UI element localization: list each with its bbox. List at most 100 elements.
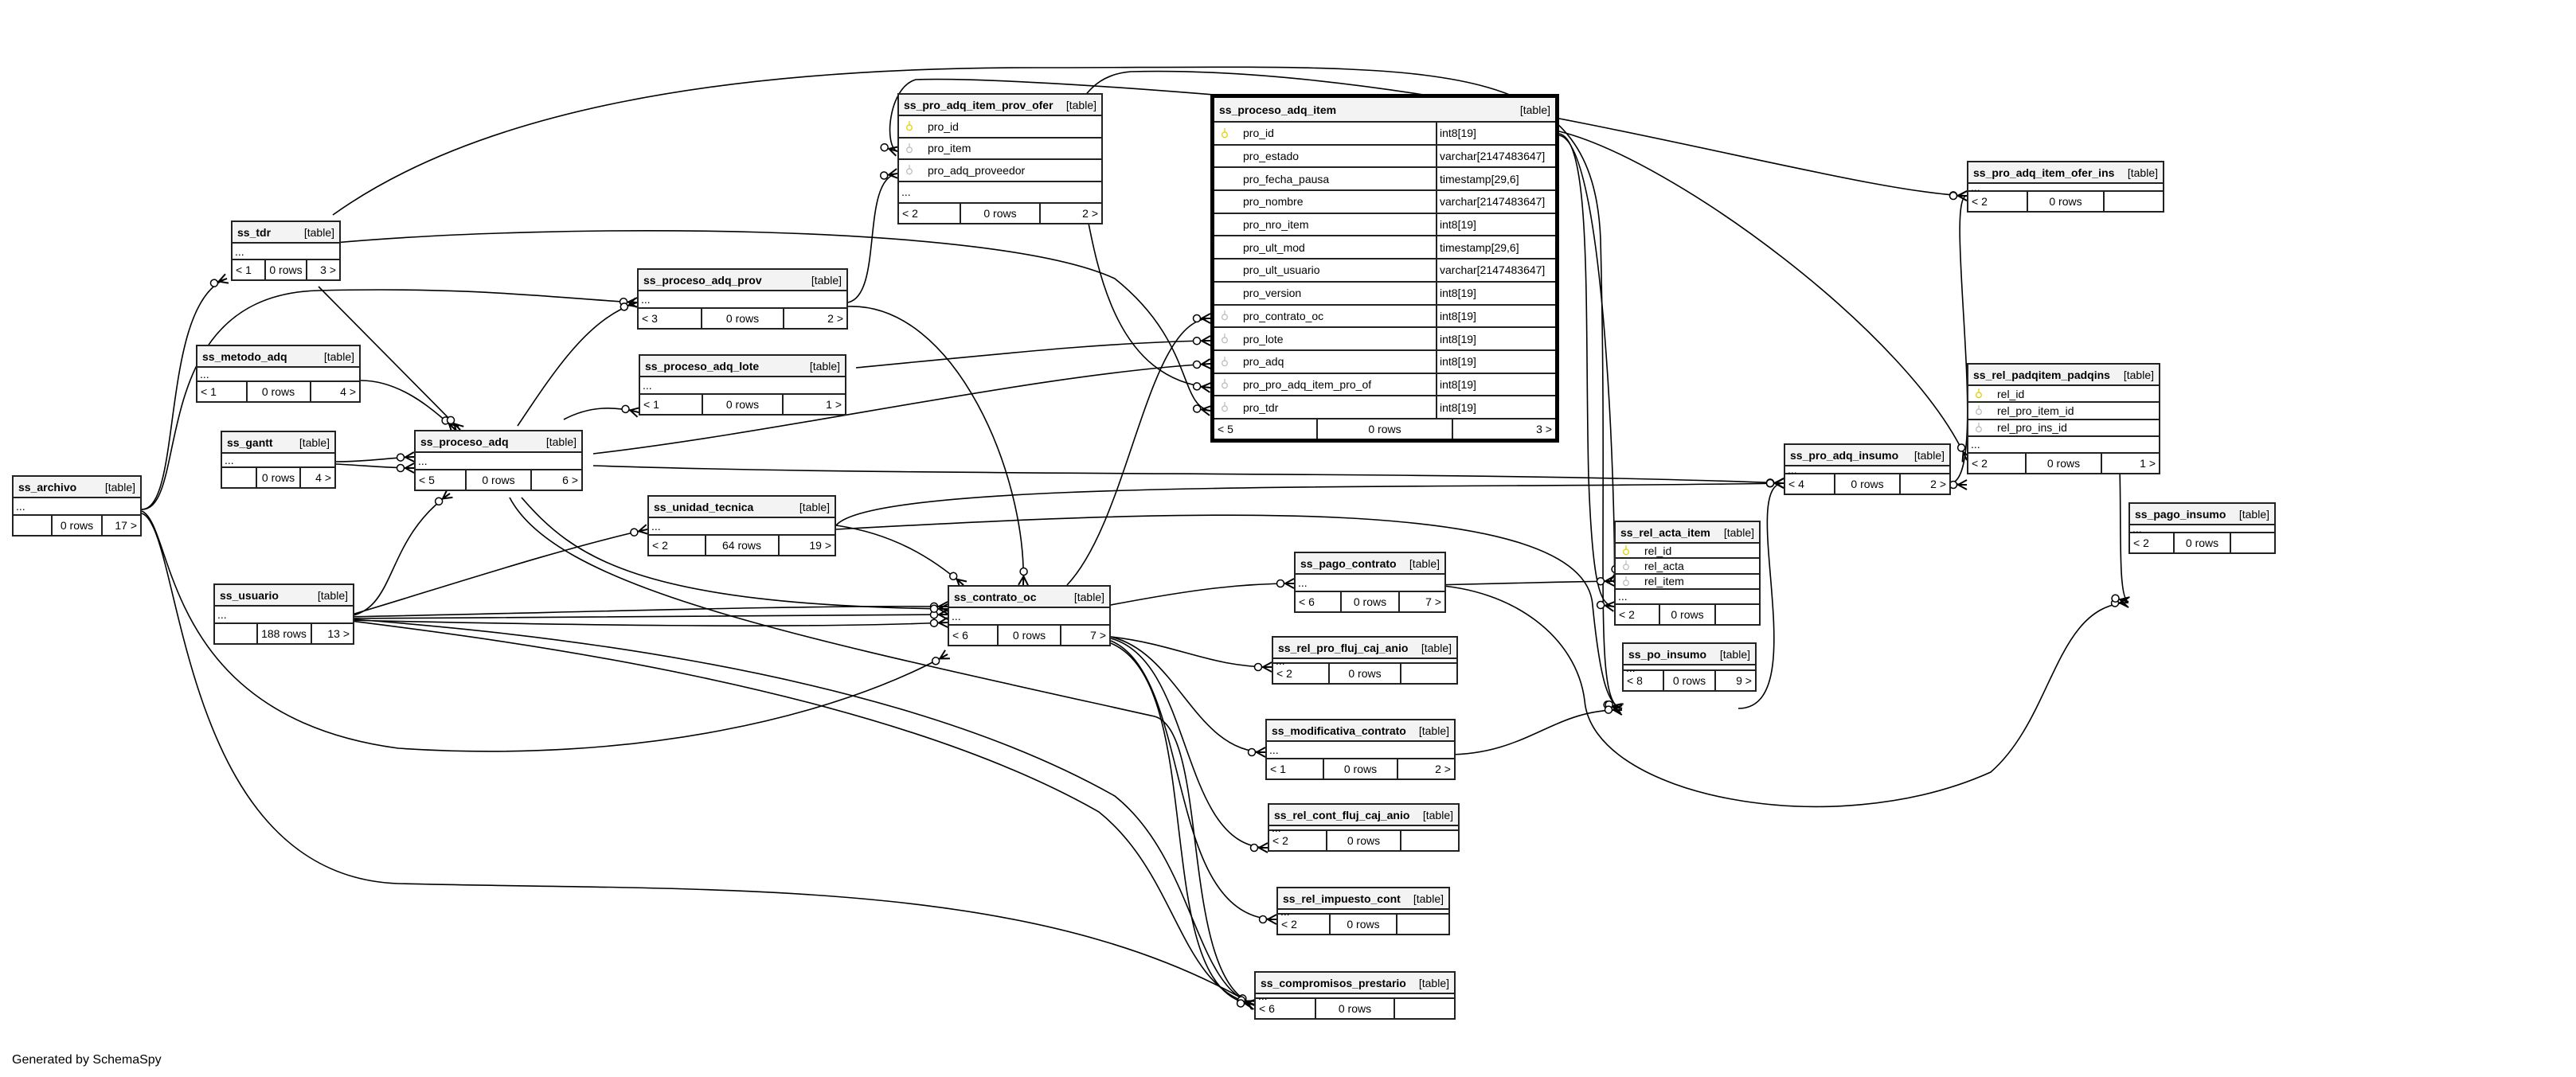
children-link[interactable] [1716, 605, 1759, 624]
table-name[interactable]: ss_rel_impuesto_cont [1283, 892, 1401, 905]
parents-link[interactable]: < 2 [2130, 533, 2175, 552]
parents-link[interactable]: < 4 [1785, 474, 1836, 494]
more-columns-row[interactable]: ... [1278, 905, 1448, 918]
more-columns-row[interactable]: ... [197, 368, 359, 382]
more-columns-row[interactable]: ... [1968, 181, 2163, 193]
parents-link[interactable]: < 2 [899, 204, 961, 223]
parents-link[interactable]: < 1 [1267, 759, 1325, 778]
parents-link[interactable]: < 2 [1269, 831, 1327, 850]
table-header[interactable]: ss_rel_pro_fluj_caj_anio[table] [1273, 638, 1456, 659]
column-row[interactable]: ⚲pro_adq_proveedor [899, 160, 1101, 182]
column-row[interactable]: ⚲rel_id [1968, 386, 2159, 404]
more-columns-row[interactable]: ... [1269, 821, 1458, 834]
children-link[interactable]: 1 > [2140, 457, 2156, 470]
table-name[interactable]: ss_rel_cont_fluj_caj_anio [1274, 808, 1410, 821]
table-name[interactable]: ss_proceso_adq_prov [643, 273, 762, 287]
parents-link[interactable]: < 3 [639, 309, 702, 328]
table-header[interactable]: ss_compromisos_prestario[table] [1256, 973, 1454, 994]
children-link[interactable]: 13 > [327, 627, 350, 640]
table-ss-pro-adq-item-prov-ofer[interactable]: ss_pro_adq_item_prov_ofer[table]⚲pro_id⚲… [897, 93, 1103, 224]
more-columns-row[interactable]: ... [640, 377, 845, 395]
children-link[interactable] [1401, 831, 1458, 850]
more-columns-row[interactable]: ... [1616, 590, 1759, 605]
parents-link[interactable]: < 8 [1624, 671, 1665, 690]
parents-link[interactable] [14, 516, 53, 535]
table-header[interactable]: ss_metodo_adq[table] [197, 346, 359, 368]
table-name[interactable]: ss_pago_contrato [1300, 556, 1397, 570]
table-name[interactable]: ss_rel_pro_fluj_caj_anio [1278, 641, 1409, 654]
parents-link[interactable]: < 1 [640, 395, 703, 414]
table-name[interactable]: ss_contrato_oc [954, 590, 1037, 603]
table-header[interactable]: ss_rel_cont_fluj_caj_anio[table] [1269, 805, 1458, 826]
parents-link[interactable]: < 5 [1214, 419, 1318, 439]
table-header[interactable]: ss_gantt[table] [222, 432, 334, 454]
more-columns-row[interactable]: ... [1296, 575, 1444, 592]
table-header[interactable]: ss_contrato_oc[table] [949, 587, 1109, 608]
children-link[interactable] [1397, 915, 1448, 934]
column-row[interactable]: ⚲rel_pro_item_id [1968, 403, 2159, 420]
table-name[interactable]: ss_pago_insumo [2135, 507, 2226, 521]
more-columns-row[interactable]: ... [1624, 661, 1755, 674]
more-columns-row[interactable]: ... [233, 244, 339, 260]
parents-link[interactable]: < 2 [1273, 664, 1330, 683]
more-columns-row[interactable]: ... [1267, 742, 1454, 759]
parents-link[interactable]: < 1 [233, 260, 266, 279]
table-header[interactable]: ss_rel_acta_item[table] [1616, 522, 1759, 544]
table-name[interactable]: ss_metodo_adq [202, 349, 287, 363]
parents-link[interactable]: < 2 [1616, 605, 1660, 624]
table-header[interactable]: ss_pago_insumo[table] [2130, 504, 2274, 525]
more-columns-row[interactable]: ... [649, 518, 835, 536]
table-name[interactable]: ss_archivo [18, 480, 77, 494]
table-name[interactable]: ss_proceso_adq_lote [645, 359, 760, 373]
more-columns-row[interactable]: ... [416, 453, 581, 470]
parents-link[interactable]: < 6 [1296, 592, 1342, 611]
more-columns-row[interactable]: ... [639, 291, 846, 309]
children-link[interactable]: 4 > [315, 471, 332, 484]
table-ss-rel-padqitem-padqins[interactable]: ss_rel_padqitem_padqins[table]⚲rel_id⚲re… [1967, 363, 2160, 474]
parents-link[interactable]: < 2 [1968, 454, 2027, 473]
children-link[interactable] [1395, 999, 1454, 1018]
table-name[interactable]: ss_proceso_adq [420, 435, 509, 448]
table-name[interactable]: ss_pro_adq_item_prov_ofer [904, 98, 1053, 111]
parents-link[interactable]: < 1 [197, 382, 248, 401]
column-row[interactable]: ⚲rel_pro_ins_id [1968, 420, 2159, 437]
more-columns-row[interactable]: ... [1968, 437, 2159, 454]
table-name[interactable]: ss_pro_adq_item_ofer_ins [1973, 166, 2115, 179]
table-name[interactable]: ss_rel_acta_item [1620, 525, 1710, 539]
children-link[interactable]: 3 > [1536, 422, 1552, 435]
children-link[interactable]: 7 > [1425, 595, 1441, 608]
table-name[interactable]: ss_usuario [220, 588, 279, 602]
table-name[interactable]: ss_tdr [237, 225, 272, 239]
table-header[interactable]: ss_usuario[table] [215, 585, 353, 607]
children-link[interactable]: 2 > [827, 312, 844, 325]
children-link[interactable]: 4 > [340, 385, 356, 398]
more-columns-row[interactable]: ... [222, 454, 334, 468]
parents-link[interactable] [215, 624, 258, 643]
more-columns-row[interactable]: ... [2130, 522, 2274, 535]
children-link[interactable]: 19 > [809, 539, 831, 552]
more-columns-row[interactable]: ... [14, 498, 140, 516]
children-link[interactable]: 9 > [1736, 674, 1752, 687]
children-link[interactable]: 2 > [1435, 763, 1451, 775]
children-link[interactable]: 2 > [1930, 478, 1947, 490]
children-link[interactable]: 6 > [562, 474, 578, 486]
table-ss-rel-acta-item[interactable]: ss_rel_acta_item[table]⚲rel_id⚲rel_acta⚲… [1614, 521, 1761, 626]
table-name[interactable]: ss_pro_adq_insumo [1790, 448, 1899, 462]
